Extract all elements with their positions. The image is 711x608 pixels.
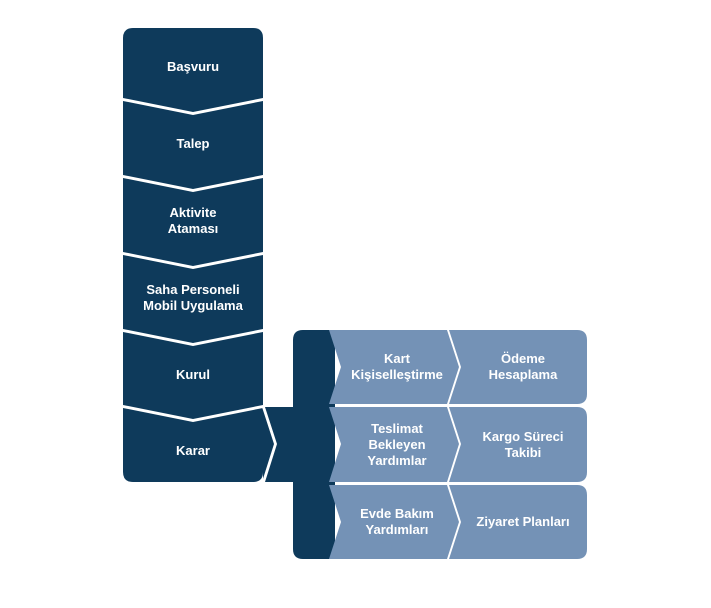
karar-chevron bbox=[262, 407, 277, 482]
step-column bbox=[123, 28, 263, 482]
outcome-box-1-1 bbox=[329, 330, 459, 404]
outcome-box-3-1 bbox=[329, 485, 459, 559]
outcome-box-2-2 bbox=[449, 407, 587, 482]
outcome-box-3-2 bbox=[449, 485, 587, 559]
separator-3 bbox=[123, 252, 263, 269]
separator-2 bbox=[123, 175, 263, 192]
outcome-box-2-1 bbox=[329, 407, 459, 482]
outcome-box-1-2 bbox=[449, 330, 587, 404]
outcome-bar bbox=[293, 330, 335, 559]
separator-5 bbox=[123, 405, 263, 422]
separator-4 bbox=[123, 329, 263, 346]
separator-1 bbox=[123, 98, 263, 115]
